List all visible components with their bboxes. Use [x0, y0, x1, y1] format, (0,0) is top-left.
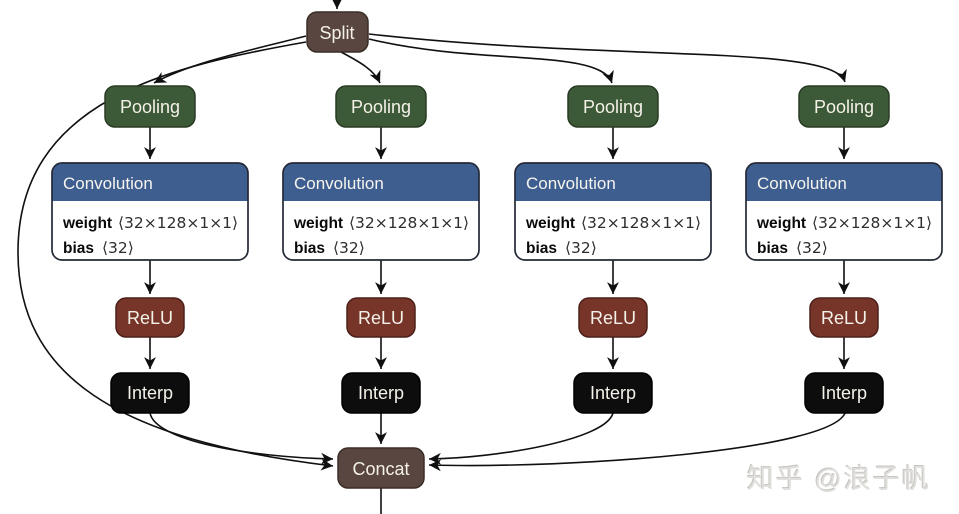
conv-weight-value: ⟨32×128×1×1⟩ [581, 214, 701, 232]
split-label: Split [319, 23, 354, 43]
conv-header [283, 163, 479, 201]
edge-interp-concat-4 [428, 412, 846, 472]
relu-label: ReLU [358, 308, 404, 328]
watermark: 知乎 @浪子帆 [747, 464, 931, 494]
pooling-box [335, 85, 427, 128]
node-relu-2[interactable]: ReLU [346, 297, 416, 338]
relu-box [578, 297, 648, 338]
node-convolution-3[interactable]: Convolution weight ⟨32×128×1×1⟩ bias ⟨32… [514, 162, 712, 261]
node-relu-1[interactable]: ReLU [115, 297, 185, 338]
conv-weight-label: weight [525, 215, 575, 232]
pooling-label: Pooling [583, 97, 643, 117]
conv-border [51, 162, 249, 261]
conv-title: Convolution [294, 174, 384, 193]
interp-label: Interp [127, 383, 173, 403]
node-pooling-2[interactable]: Pooling [335, 85, 427, 128]
conv-bias-value: ⟨32⟩ [333, 239, 365, 257]
node-interp-1[interactable]: Interp [110, 372, 190, 414]
interp-box [341, 372, 421, 414]
conv-bias-value: ⟨32⟩ [102, 239, 134, 257]
pooling-box [798, 85, 890, 128]
conv-bias-label: bias [294, 240, 325, 257]
node-pooling-1[interactable]: Pooling [104, 85, 196, 128]
node-relu-3[interactable]: ReLU [578, 297, 648, 338]
interp-box [804, 372, 884, 414]
concat-label: Concat [352, 459, 409, 479]
conv-title: Convolution [63, 174, 153, 193]
interp-label: Interp [358, 383, 404, 403]
relu-label: ReLU [590, 308, 636, 328]
conv-header [52, 163, 248, 201]
conv-border [282, 162, 480, 261]
conv-weight-value: ⟨32×128×1×1⟩ [349, 214, 469, 232]
pooling-box [567, 85, 659, 128]
relu-label: ReLU [127, 308, 173, 328]
node-interp-2[interactable]: Interp [341, 372, 421, 414]
conv-title: Convolution [757, 174, 847, 193]
node-convolution-2[interactable]: Convolution weight ⟨32×128×1×1⟩ bias ⟨32… [282, 162, 480, 261]
edge-split-pooling-4 [368, 33, 847, 83]
interp-label: Interp [590, 383, 636, 403]
conv-bias-value: ⟨32⟩ [796, 239, 828, 257]
conv-weight-value: ⟨32×128×1×1⟩ [812, 214, 932, 232]
interp-box [573, 372, 653, 414]
node-convolution-4[interactable]: Convolution weight ⟨32×128×1×1⟩ bias ⟨32… [745, 162, 943, 261]
node-pooling-4[interactable]: Pooling [798, 85, 890, 128]
node-pooling-3[interactable]: Pooling [567, 85, 659, 128]
conv-weight-label: weight [62, 215, 112, 232]
conv-border [514, 162, 712, 261]
edge-split-pooling-2 [340, 51, 381, 84]
node-split[interactable]: Split [306, 11, 369, 53]
interp-box [110, 372, 190, 414]
edge-split-pooling-3 [368, 38, 614, 84]
edge-split-pooling-1 [153, 35, 307, 84]
conv-bias-label: bias [757, 240, 788, 257]
interp-label: Interp [821, 383, 867, 403]
conv-bias-value: ⟨32⟩ [565, 239, 597, 257]
pooling-label: Pooling [351, 97, 411, 117]
pooling-label: Pooling [120, 97, 180, 117]
conv-bias-label: bias [526, 240, 557, 257]
conv-bias-label: bias [63, 240, 94, 257]
conv-weight-value: ⟨32×128×1×1⟩ [118, 214, 238, 232]
node-concat[interactable]: Concat [337, 447, 425, 489]
node-relu-4[interactable]: ReLU [809, 297, 879, 338]
pooling-label: Pooling [814, 97, 874, 117]
pooling-box [104, 85, 196, 128]
relu-label: ReLU [821, 308, 867, 328]
node-interp-4[interactable]: Interp [804, 372, 884, 414]
conv-border [745, 162, 943, 261]
conv-header [515, 163, 711, 201]
edge-interp-concat-3 [428, 412, 614, 465]
conv-header [746, 163, 942, 201]
conv-weight-label: weight [756, 215, 806, 232]
relu-box [809, 297, 879, 338]
conv-title: Convolution [526, 174, 616, 193]
edge-split-concat-skip [17, 41, 334, 471]
split-box [306, 11, 369, 53]
relu-box [346, 297, 416, 338]
edge-interp-concat-1 [149, 412, 334, 465]
node-convolution-1[interactable]: Convolution weight ⟨32×128×1×1⟩ bias ⟨32… [51, 162, 249, 261]
concat-box [337, 447, 425, 489]
conv-weight-label: weight [293, 215, 343, 232]
node-interp-3[interactable]: Interp [573, 372, 653, 414]
relu-box [115, 297, 185, 338]
